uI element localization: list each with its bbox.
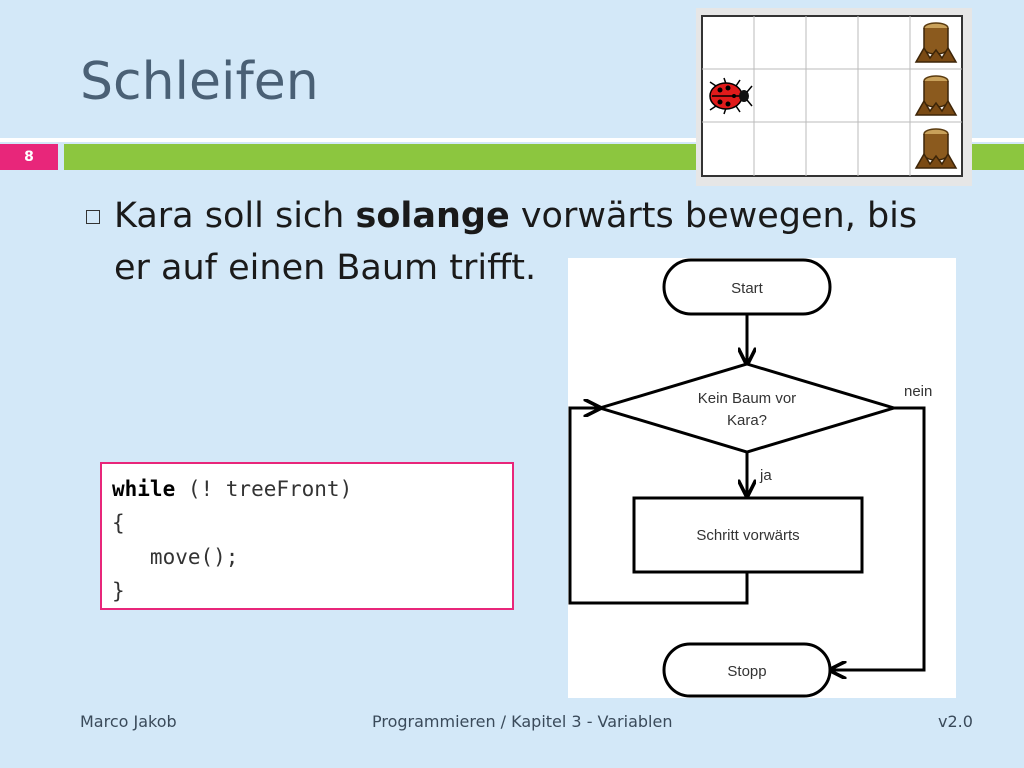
flow-loop-back [568,408,749,605]
code-keyword: while [112,477,176,501]
tree-stump-icon [914,75,958,116]
flow-start-label: Start [731,280,764,297]
flow-no-label: nein [904,383,932,400]
flow-process-node [632,496,864,574]
footer-author: Marco Jakob [80,712,177,731]
footer-course: Programmieren / Kapitel 3 - Variablen [372,712,673,731]
flow-stop-node [662,642,832,698]
code-body: move(); [112,545,239,569]
ladybug-icon [709,77,753,115]
code-snippet: while (! treeFront) { move(); } [100,462,514,610]
kara-world-grid [696,8,972,186]
flowchart: Start Kein Baum vor Kara? nein ja Schrit… [568,258,956,698]
slide-title: Schleifen [80,52,319,112]
flow-stop-label: Stopp [727,663,766,680]
flow-decision-line2: Kara? [727,412,767,429]
bullet-point: Kara soll sich solange vorwärts bewegen,… [114,190,954,294]
footer-version: v2.0 [938,712,973,731]
flow-no-path [832,406,926,670]
code-open-brace: { [112,511,125,535]
bullet-text-after: vorwärts bewegen, bis er auf einen Baum … [114,196,918,288]
code-condition: (! treeFront) [175,477,353,501]
code-line-while: while (! treeFront) [112,472,502,506]
bullet-square-icon [86,210,100,224]
code-close-brace: } [112,579,125,603]
tree-stump-icon [914,22,958,63]
bullet-text-before: Kara soll sich [114,196,356,236]
flow-process-label: Schritt vorwärts [696,527,799,544]
flow-decision-line1: Kein Baum vor [698,390,796,407]
flow-decision-node [594,362,900,454]
title-divider-white [0,138,1024,142]
flow-yes-label: ja [759,467,772,484]
tree-stump-icon [914,128,958,169]
bullet-text-bold: solange [355,196,510,236]
page-number-badge: 8 [0,144,58,170]
